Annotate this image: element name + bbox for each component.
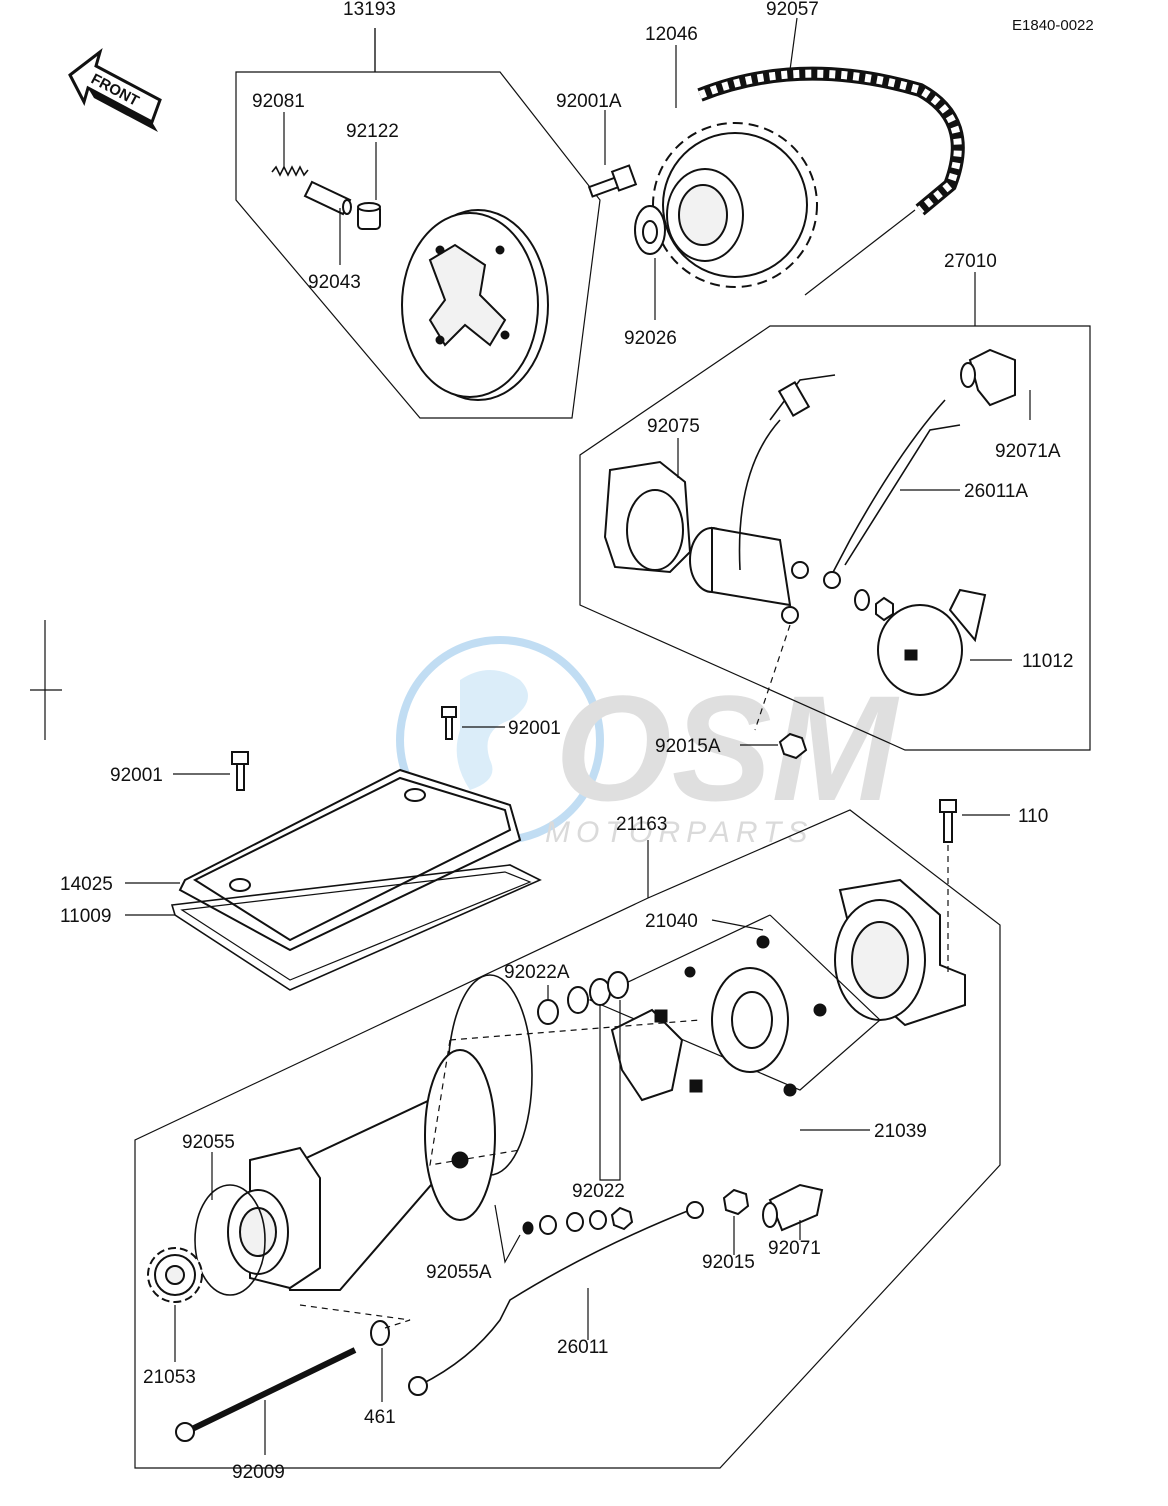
front-arrow-icon: FRONT [68,48,162,132]
label-21040: 21040 [645,911,698,932]
brush-holder-icon [610,1008,703,1102]
terminal-cap-icon [960,348,1016,407]
gear-21053-icon [147,1247,203,1303]
watermark-logo: OSM MOTORPARTS [396,636,900,849]
diagram-code: E1840-0022 [1012,17,1094,34]
long-bolt-92009-icon [175,1347,357,1442]
label-92009: 92009 [232,1462,285,1483]
label-110: 110 [1018,806,1048,827]
sprocket-icon [652,122,818,288]
bolt-92001-top-icon [441,706,505,740]
bolt-110-icon [939,799,1010,975]
label-92043: 92043 [308,272,361,293]
label-92015A: 92015A [655,736,721,757]
terminal-boot-icon [877,588,987,696]
label-92026: 92026 [624,328,677,349]
clutch-body-icon [401,209,549,401]
cap-icon [357,202,381,230]
label-21039: 21039 [874,1121,927,1142]
solenoid-icon [689,526,809,624]
end-cover-icon [834,878,966,1027]
solenoid-cover-icon [603,460,692,574]
gasket-11009-icon [170,864,542,991]
label-21163: 21163 [616,814,667,835]
brush-plate-icon [711,967,789,1073]
cap-92071-icon [762,1183,824,1232]
label-92075: 92075 [647,416,700,437]
group-13193 [235,28,601,419]
washer-icon [634,205,666,255]
label-92071A: 92071A [995,441,1061,462]
starter-motor-icon [227,1049,496,1291]
bolt-icon [587,164,638,198]
label-92071: 92071 [768,1238,821,1259]
label-92022: 92022 [572,1181,625,1202]
cable-26011-icon [408,1201,704,1396]
roller-icon [303,180,352,216]
bolt-92001-left-icon [173,751,249,791]
label-92081: 92081 [252,91,305,112]
label-92055A: 92055A [426,1262,492,1283]
label-13193: 13193 [343,0,396,20]
label-92055: 92055 [182,1132,235,1153]
label-11012: 11012 [1022,651,1073,672]
label-14025: 14025 [60,874,113,895]
spring-icon [271,165,309,177]
cover-14025-icon [178,768,522,952]
label-92001A: 92001A [556,91,622,112]
label-92015: 92015 [702,1252,755,1273]
nut-92015A-icon [740,732,808,760]
label-92022A: 92022A [504,962,570,983]
label-11009: 11009 [60,906,111,927]
label-92122: 92122 [346,121,399,142]
label-26011A: 26011A [964,481,1028,502]
watermark-subtitle: MOTORPARTS [545,816,813,849]
label-92057: 92057 [766,0,819,20]
sprocket-chain [587,17,965,320]
label-27010: 27010 [944,251,997,272]
watermark-brand: OSM [555,664,900,832]
label-92001-left: 92001 [110,765,163,786]
label-461: 461 [364,1407,396,1428]
label-26011: 26011 [557,1337,608,1358]
group-21163 [134,809,1001,1469]
group-27010 [579,272,1091,751]
label-92001-top: 92001 [508,718,561,739]
label-12046: 12046 [645,24,698,45]
label-21053: 21053 [143,1367,196,1388]
